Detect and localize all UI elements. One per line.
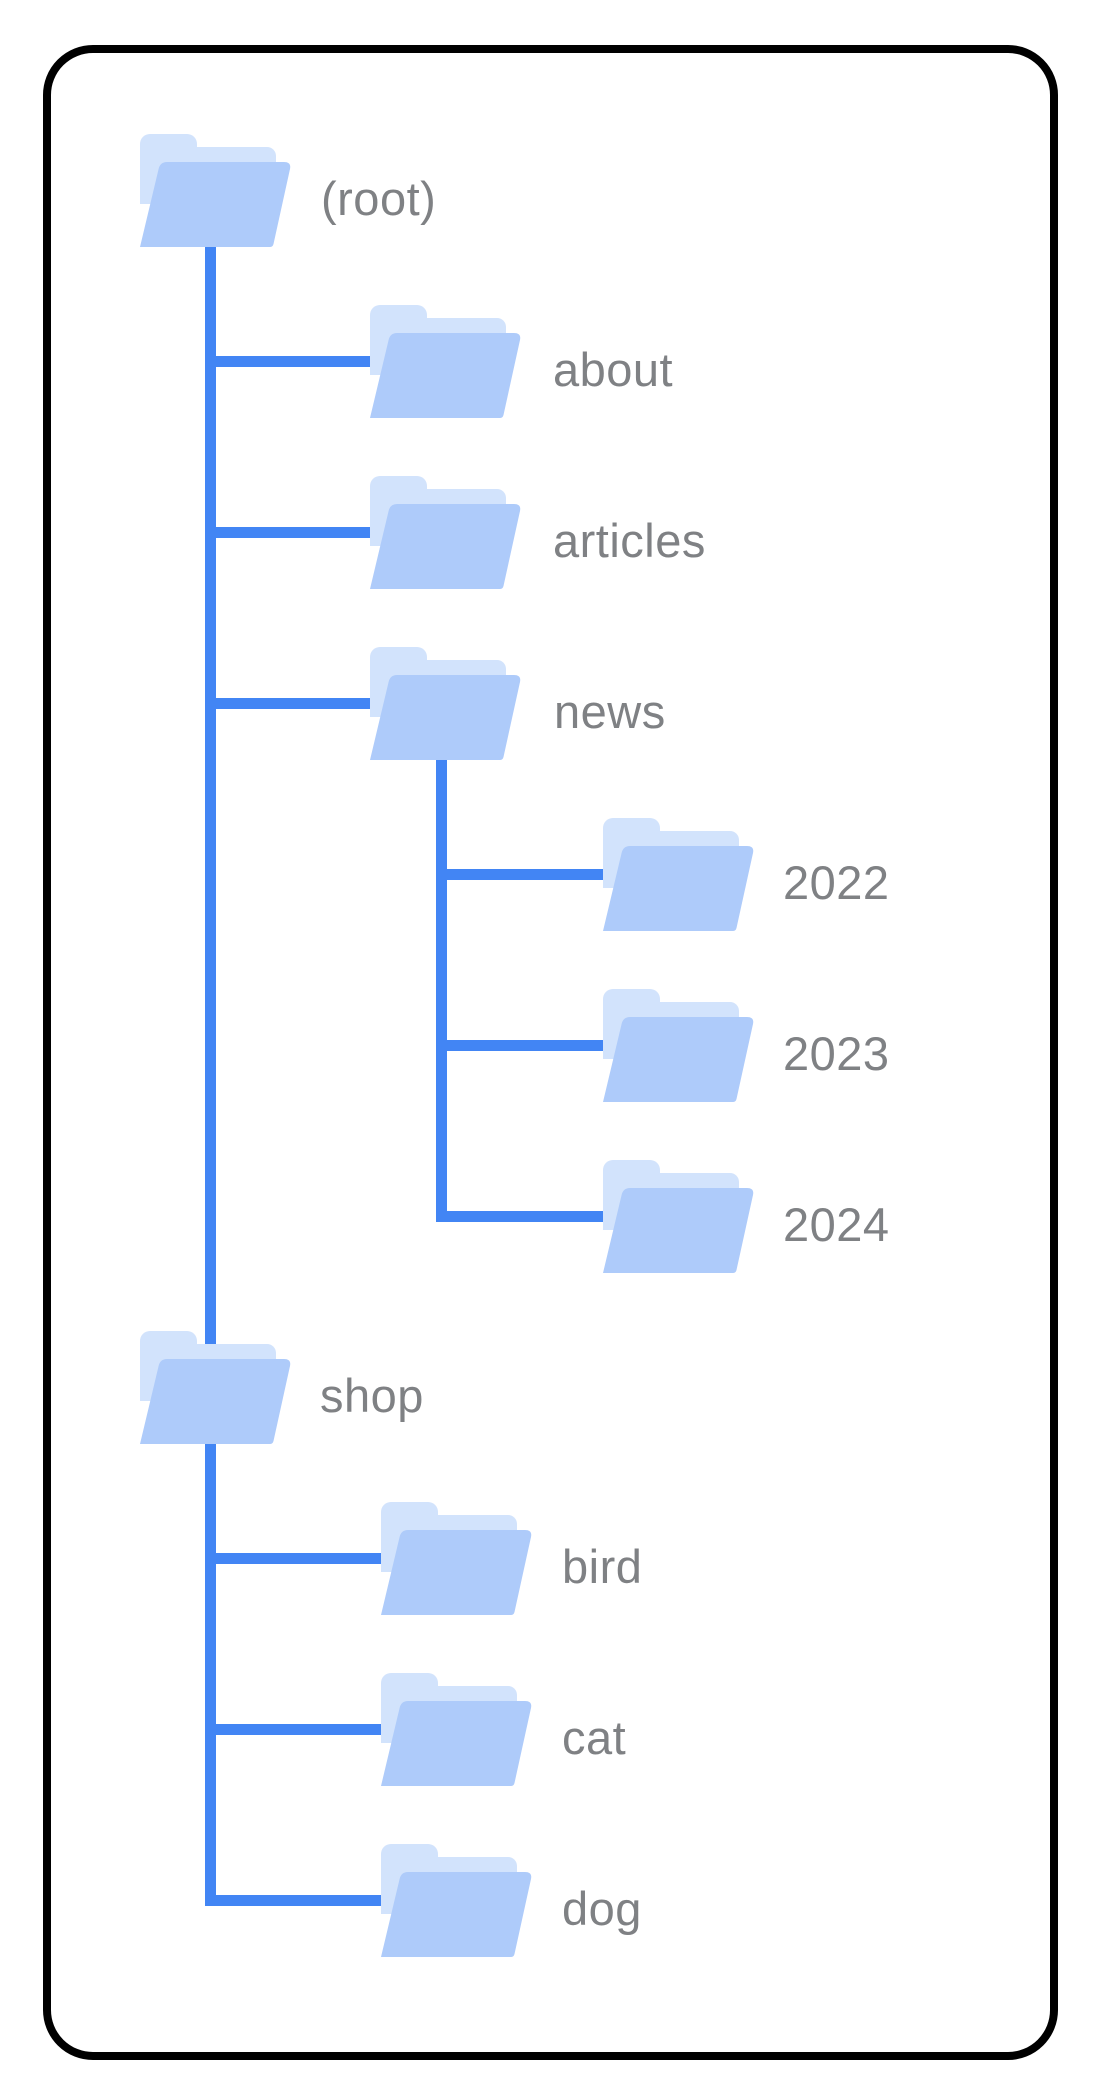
folder-icon <box>369 647 522 760</box>
connector-branch-news <box>204 697 377 709</box>
tree-node-about <box>369 305 522 418</box>
connector-branch-bird <box>204 1552 388 1564</box>
connector-branch-2023 <box>435 1039 610 1051</box>
folder-icon <box>602 818 755 931</box>
folder-icon <box>380 1673 533 1786</box>
folder-icon <box>139 134 292 247</box>
connector-branch-2024 <box>435 1210 610 1222</box>
connector-branch-cat <box>204 1723 388 1735</box>
connector-branch-about <box>204 355 377 367</box>
connector-branch-2022 <box>435 868 610 880</box>
connector-branch-dog <box>204 1894 388 1906</box>
node-label-2024: 2024 <box>783 1198 890 1251</box>
folder-icon <box>602 989 755 1102</box>
connector-branch-articles <box>204 526 377 538</box>
node-label-2023: 2023 <box>783 1027 890 1080</box>
folder-icon <box>139 1331 292 1444</box>
node-label-2022: 2022 <box>783 856 890 909</box>
folder-icon <box>369 476 522 589</box>
folder-icon <box>380 1502 533 1615</box>
folder-icon <box>369 305 522 418</box>
tree-node-2022 <box>602 818 755 931</box>
tree-node-cat <box>380 1673 533 1786</box>
tree-node-dog <box>380 1844 533 1957</box>
tree-node-shop <box>139 1331 292 1444</box>
tree-node-2023 <box>602 989 755 1102</box>
node-label-news: news <box>554 685 666 738</box>
tree-node-2024 <box>602 1160 755 1273</box>
node-label-root: (root) <box>321 172 437 225</box>
connector-root-trunk <box>204 190 216 1905</box>
node-label-about: about <box>553 343 674 396</box>
tree-node-root <box>139 134 292 247</box>
node-label-shop: shop <box>320 1369 424 1422</box>
tree-node-bird <box>380 1502 533 1615</box>
node-label-articles: articles <box>553 514 706 567</box>
folder-icon <box>602 1160 755 1273</box>
node-label-dog: dog <box>562 1882 642 1935</box>
node-label-cat: cat <box>562 1711 627 1764</box>
connector-news-trunk <box>435 703 447 1221</box>
node-label-bird: bird <box>562 1540 643 1593</box>
folder-icon <box>380 1844 533 1957</box>
tree-node-articles <box>369 476 522 589</box>
tree-node-news <box>369 647 522 760</box>
